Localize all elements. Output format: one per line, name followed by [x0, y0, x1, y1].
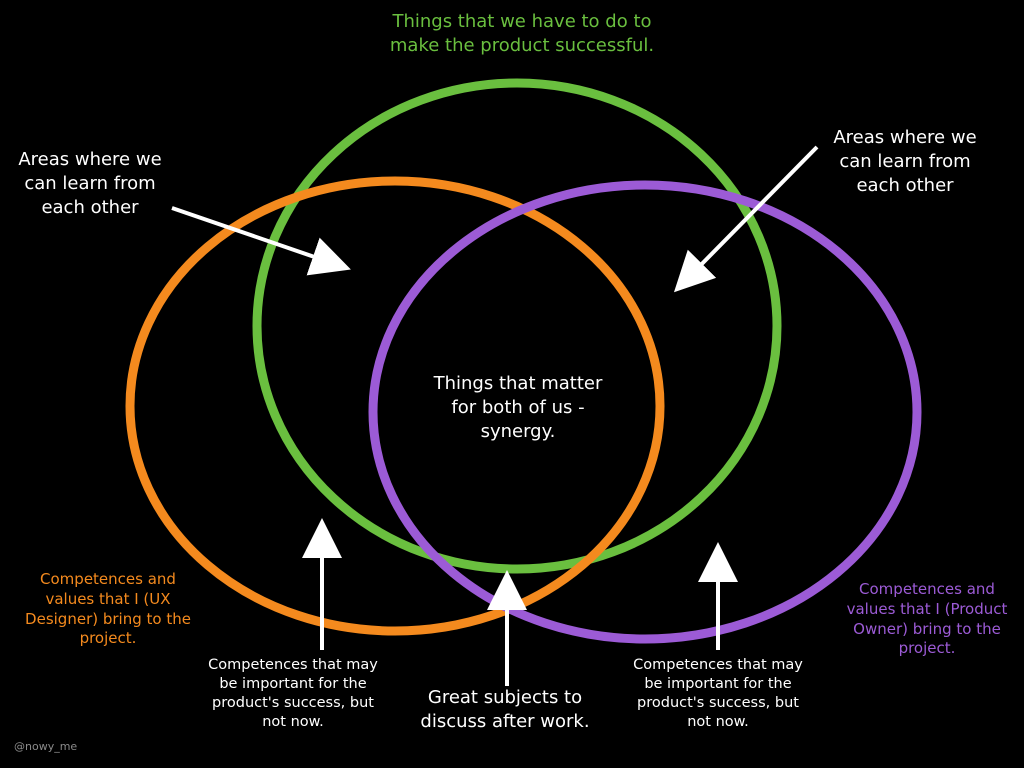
arrow-learn-left [171, 206, 351, 276]
not-now-left-label: Competences that may be important for th… [208, 657, 378, 731]
learn-right-label: Areas where we can learn from each other [833, 127, 977, 196]
not-now-right-label: Competences that may be important for th… [633, 657, 803, 731]
orange-circle [125, 176, 665, 636]
learn-left-label: Areas where we can learn from each other [18, 149, 162, 218]
arrow-learn-right [673, 145, 819, 293]
after-work-label: Great subjects to discuss after work. [420, 687, 590, 732]
green-circle [252, 78, 782, 574]
center-synergy-label: Things that matter for both of us - syne… [433, 373, 603, 442]
watermark: @nowy_me [14, 740, 78, 753]
product-owner-label: Competences and values that I (Product O… [846, 580, 1008, 658]
ux-designer-label: Competences and values that I (UX Design… [25, 570, 191, 648]
green-circle-label: Things that we have to do to make the pr… [389, 11, 655, 56]
purple-circle [368, 180, 922, 644]
